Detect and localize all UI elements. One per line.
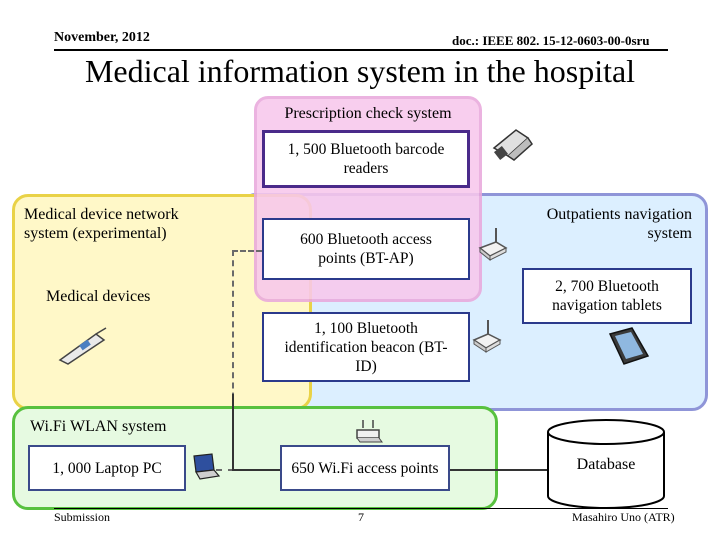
- barcode-readers-box: 1, 500 Bluetooth barcode readers: [262, 130, 470, 188]
- medical-device-icon: [58, 327, 107, 365]
- header-date: November, 2012: [54, 30, 150, 45]
- bt-beacon-icon: [472, 320, 502, 353]
- barcode-reader-icon: [492, 129, 533, 161]
- laptop-pc-box: 1, 000 Laptop PC: [28, 445, 186, 491]
- slide-title: Medical information system in the hospit…: [84, 53, 636, 89]
- header-doc-id: doc.: IEEE 802. 15-12-0603-00-0sru: [452, 33, 650, 48]
- medical-network-label: Medical device network system (experimen…: [24, 206, 179, 242]
- footer-submission: Submission: [54, 510, 111, 524]
- bt-beacon-box: 1, 100 Bluetooth identification beacon (…: [262, 312, 470, 382]
- navigation-tablets-box: 2, 700 Bluetooth navigation tablets: [522, 268, 692, 324]
- medical-devices-label: Medical devices: [46, 288, 151, 305]
- outpatients-label: Outpatients navigation system: [546, 206, 692, 242]
- connector-laptop: [216, 469, 234, 471]
- wired-backbone: [232, 394, 234, 470]
- wifi-access-points-box: 650 Wi.Fi access points: [280, 445, 450, 491]
- footer-rule: [54, 508, 668, 509]
- bt-access-point-icon: [478, 228, 508, 262]
- prescription-label: Prescription check system: [284, 105, 452, 122]
- laptop-icon: [193, 453, 221, 480]
- wifi-access-point-icon: [356, 420, 383, 443]
- connector-ap-vertical: [232, 250, 234, 470]
- wired-to-database: [450, 469, 548, 471]
- wired-to-wifi: [232, 469, 280, 471]
- database-label: Database: [576, 456, 636, 473]
- database-cylinder: [547, 419, 665, 509]
- footer-page-number: 7: [358, 510, 364, 524]
- footer-author: Masahiro Uno (ATR): [572, 510, 675, 524]
- bt-access-points-box: 600 Bluetooth access points (BT-AP): [262, 218, 470, 280]
- header-rule: [54, 49, 668, 51]
- connector-ap-horizontal: [232, 250, 262, 252]
- wifi-label: Wi.Fi WLAN system: [30, 418, 167, 435]
- navigation-tablet-icon: [608, 327, 650, 365]
